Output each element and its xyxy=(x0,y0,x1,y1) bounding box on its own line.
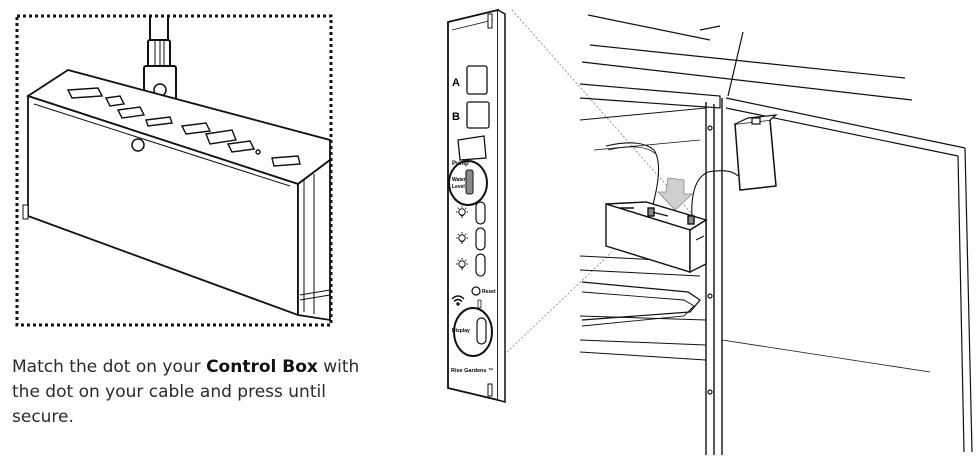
insert-arrow-icon xyxy=(657,177,694,211)
light-1 xyxy=(456,201,486,225)
wifi-icon xyxy=(451,295,465,306)
instruction-caption: Match the dot on your Control Box with t… xyxy=(0,345,382,430)
light-bulb-icon xyxy=(456,206,468,218)
water-level-label-2: Level xyxy=(452,184,465,190)
control-panel: A B Pump Water Level xyxy=(447,8,506,403)
display-label: Display xyxy=(452,328,470,334)
button-a-label: A xyxy=(452,77,460,89)
light-2 xyxy=(456,227,486,251)
caption-text-2: with the dot on your cable and press unt… xyxy=(12,357,360,427)
caption-text-1: Match the dot on your xyxy=(12,357,207,377)
light-3-button[interactable] xyxy=(475,253,486,277)
display-button[interactable] xyxy=(476,317,487,345)
pump-button[interactable] xyxy=(457,135,487,161)
box-alignment-dot xyxy=(131,138,145,152)
light-bulb-icon xyxy=(456,258,468,270)
caption-control-box: Control Box xyxy=(206,357,318,377)
button-b-label: B xyxy=(452,111,460,123)
pump-label: Pump xyxy=(452,161,469,167)
zoom-frame xyxy=(15,14,333,327)
brand-label: Rise Gardens ™ xyxy=(451,368,494,374)
reset-button[interactable] xyxy=(471,286,481,296)
light-2-button[interactable] xyxy=(475,227,486,251)
door-light-box xyxy=(734,119,777,191)
mounted-control-box xyxy=(605,201,708,274)
water-level-highlight xyxy=(448,160,488,206)
reset-label: Reset xyxy=(482,289,496,295)
button-a[interactable] xyxy=(466,65,488,95)
status-led xyxy=(477,299,482,309)
water-level-indicator xyxy=(465,169,474,195)
box-ports xyxy=(66,87,301,167)
button-b[interactable] xyxy=(466,101,490,129)
water-level-label-1: Water xyxy=(452,177,466,183)
display-highlight xyxy=(453,307,493,357)
garden-unit xyxy=(579,14,973,455)
light-bulb-icon xyxy=(456,232,468,244)
light-1-button[interactable] xyxy=(475,201,486,225)
control-box-closeup xyxy=(15,14,333,327)
light-3 xyxy=(456,253,486,277)
